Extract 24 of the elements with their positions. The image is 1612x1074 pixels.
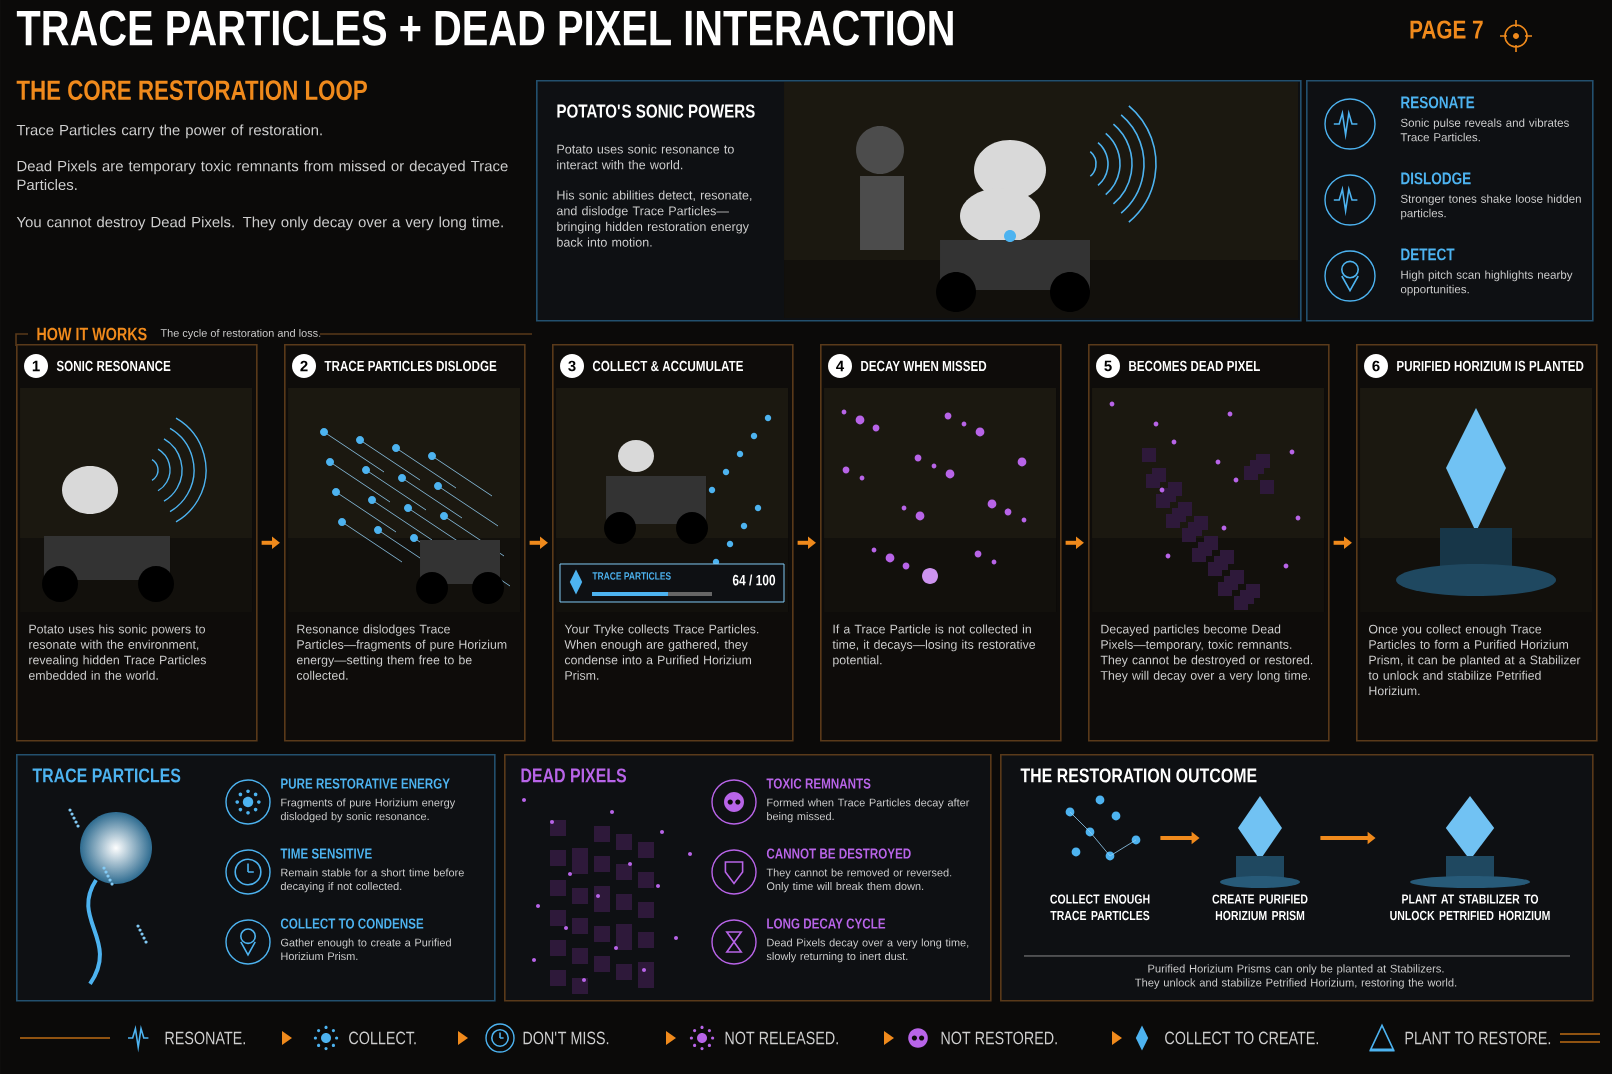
strip-label: NOT RELEASED. xyxy=(725,1031,838,1045)
strip-label: PLANT TO RESTORE. xyxy=(1405,1031,1551,1045)
info-panel xyxy=(504,754,992,1002)
outcome-picture xyxy=(1220,796,1300,888)
strip-label: COLLECT TO CREATE. xyxy=(1165,1031,1319,1045)
info-panel xyxy=(16,754,496,1002)
info-panel xyxy=(1306,80,1594,322)
section-heading: THE CORE RESTORATION LOOP xyxy=(16,80,367,101)
item-heading: RESONATE xyxy=(1401,96,1475,109)
strip-label: RESONATE. xyxy=(165,1031,245,1045)
info-panel xyxy=(1000,754,1594,1002)
title: TRACE PARTICLES + DEAD PIXEL INTERACTION xyxy=(16,10,953,46)
item-heading: DISLODGE xyxy=(1401,172,1471,185)
outcome-picture xyxy=(1065,795,1141,861)
panel-heading: THE RESTORATION OUTCOME xyxy=(1020,768,1257,783)
strip-label: DON'T MISS. xyxy=(523,1031,609,1045)
panel-heading: DEAD PIXELS xyxy=(521,768,627,783)
panel-heading: TRACE PARTICLES xyxy=(32,768,181,783)
strip-label: NOT RESTORED. xyxy=(941,1031,1057,1045)
strip-label: COLLECT. xyxy=(349,1031,416,1045)
page-number: PAGE 7 xyxy=(1410,20,1483,39)
outcome-picture xyxy=(1410,796,1530,888)
item-heading: DETECT xyxy=(1401,248,1455,261)
panel-heading: POTATO'S SONIC POWERS xyxy=(557,104,755,118)
